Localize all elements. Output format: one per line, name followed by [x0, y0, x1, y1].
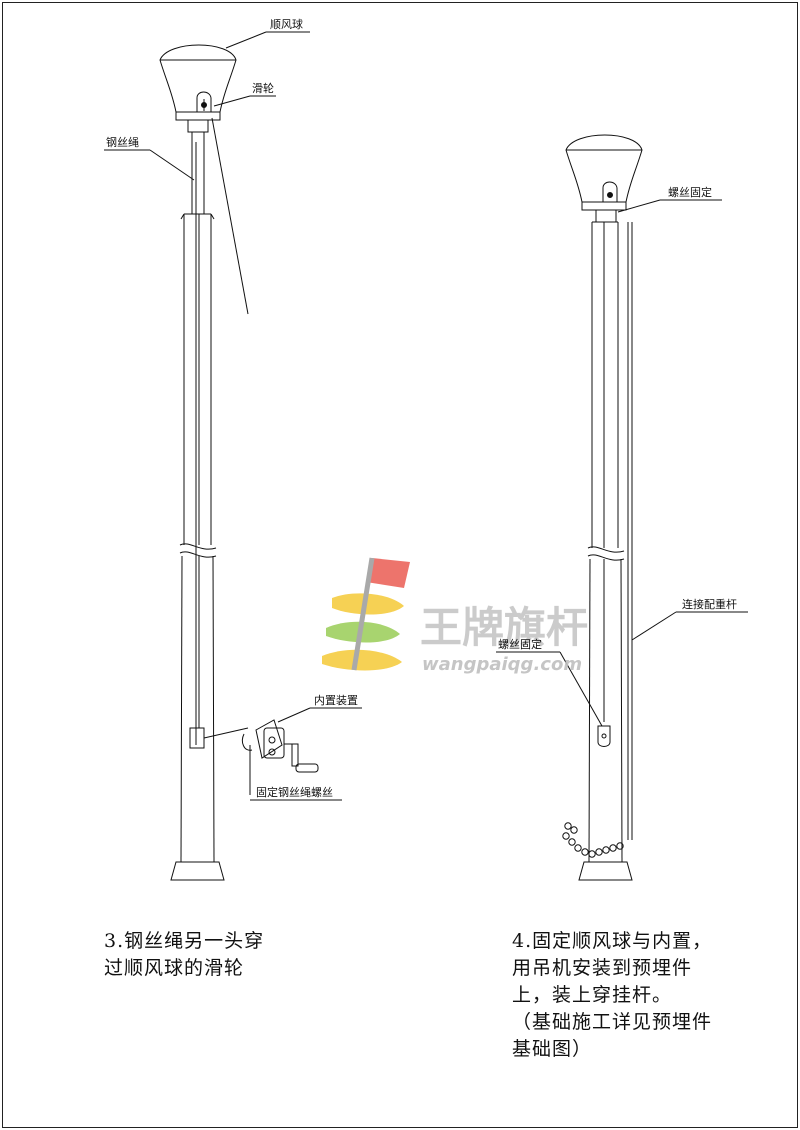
caption-step4-line4: （基础施工详见预埋件 [512, 1011, 713, 1033]
caption-step4-line3: 上，装上穿挂杆。 [512, 984, 673, 1006]
caption-step4-line2: 用吊机安装到预埋件 [512, 957, 693, 979]
pole-step3 [159, 44, 319, 881]
label-wire-rope: 钢丝绳 [106, 135, 139, 149]
watermark-logo [322, 557, 410, 671]
caption-step4: 4.固定顺风球与内置， 用吊机安装到预埋件上，装上穿挂杆。 （基础施工详见预埋件基础… [512, 928, 712, 1063]
label-wind-ball: 顺风球 [270, 17, 303, 31]
caption-step3: 3.钢丝绳另一头穿过顺风球的滑轮 [104, 928, 264, 982]
caption-step3-line2: 过顺风球的滑轮 [104, 957, 245, 979]
label-counterweight-rod: 连接配重杆 [682, 597, 737, 611]
label-internal-device: 内置装置 [314, 693, 358, 707]
label-fix-wire-screw: 固定钢丝绳螺丝 [256, 785, 333, 799]
label-screw-fix-mid: 螺丝固定 [498, 637, 542, 651]
wind-ball-step4 [565, 134, 643, 203]
label-pulley: 滑轮 [252, 81, 274, 95]
winch-device [241, 719, 319, 795]
caption-step3-line1: 3.钢丝绳另一头穿 [104, 930, 265, 952]
pole-step4 [562, 134, 643, 881]
wind-ball-step3 [159, 44, 237, 113]
pulley-step3 [196, 91, 212, 112]
chain [562, 822, 624, 858]
watermark-url: wangpaiqg.com [422, 654, 582, 675]
caption-step4-line1: 4.固定顺风球与内置， [512, 930, 713, 952]
caption-step4-line5: 基础图） [512, 1038, 593, 1060]
watermark-title: 王牌旗杆 [420, 603, 588, 652]
label-screw-fix-top: 螺丝固定 [668, 185, 712, 199]
